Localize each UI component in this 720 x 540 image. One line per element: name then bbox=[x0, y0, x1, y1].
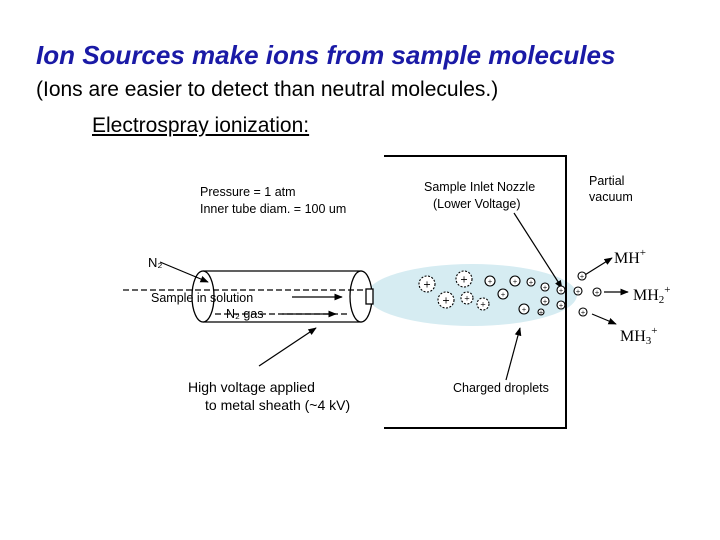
droplet-charge-sign: + bbox=[575, 289, 580, 296]
capillary-sheath bbox=[191, 270, 374, 323]
charged-droplet bbox=[537, 308, 545, 316]
droplet-charge-sign: + bbox=[512, 279, 517, 286]
nozzle-voltage-label: (Lower Voltage) bbox=[433, 197, 521, 211]
droplet-charge-sign: + bbox=[521, 307, 526, 314]
charged-droplet bbox=[484, 275, 496, 287]
droplet-charge-sign: + bbox=[580, 310, 585, 317]
droplets-arrow bbox=[505, 327, 522, 381]
droplet-charge-sign: + bbox=[460, 275, 468, 286]
charged-droplet bbox=[577, 271, 587, 281]
pressure-label: Pressure = 1 atm bbox=[200, 185, 296, 199]
charged-droplet bbox=[437, 291, 455, 309]
charged-droplet bbox=[556, 300, 566, 310]
nozzle-label: Sample Inlet Nozzle bbox=[424, 180, 536, 194]
charged-droplet bbox=[509, 275, 521, 287]
droplet-charge-sign: + bbox=[558, 303, 563, 310]
vacuum-label-2: vacuum bbox=[589, 190, 633, 204]
charged-droplet bbox=[418, 275, 436, 293]
charged-droplet bbox=[578, 307, 588, 317]
section-heading: Electrospray ionization: bbox=[92, 114, 310, 137]
droplet-charge-sign: + bbox=[442, 296, 450, 307]
droplet-charge-sign: + bbox=[558, 288, 563, 295]
charged-droplet bbox=[573, 286, 583, 296]
chamber-wall bbox=[384, 155, 567, 429]
charged-droplet bbox=[526, 277, 536, 287]
droplet-charge-sign: + bbox=[542, 299, 547, 306]
droplet-charge-sign: + bbox=[500, 292, 505, 299]
charged-droplets-label: Charged droplets bbox=[453, 381, 549, 395]
high-voltage-label-2: to metal sheath (~4 kV) bbox=[205, 397, 351, 413]
charged-droplet bbox=[460, 291, 474, 305]
charged-droplet bbox=[592, 287, 602, 297]
charged-droplet bbox=[540, 296, 550, 306]
charged-droplet bbox=[476, 297, 490, 311]
droplet-charge-sign: + bbox=[542, 285, 547, 292]
high-voltage-arrow bbox=[258, 327, 317, 367]
droplet-charge-sign: + bbox=[423, 280, 431, 291]
slide-subtitle: (Ions are easier to detect than neutral … bbox=[36, 78, 499, 101]
droplet-charge-sign: + bbox=[480, 300, 486, 309]
ion-mh3: MH3+ bbox=[620, 325, 658, 347]
charged-droplet bbox=[518, 303, 530, 315]
ion-arrow-mh3 bbox=[591, 313, 617, 325]
sample-solution-label: Sample in solution bbox=[151, 291, 254, 305]
slide-title: Ion Sources make ions from sample molecu… bbox=[36, 40, 616, 70]
charged-droplet bbox=[497, 288, 509, 300]
droplet-charge-sign: + bbox=[538, 310, 543, 317]
high-voltage-label: High voltage applied bbox=[188, 379, 315, 395]
vacuum-label: Partial bbox=[589, 174, 625, 188]
n2-label: N₂ bbox=[148, 255, 163, 270]
charged-droplet bbox=[455, 270, 473, 288]
droplet-charge-sign: + bbox=[594, 290, 599, 297]
droplet-charge-sign: + bbox=[528, 280, 533, 287]
droplet-charge-sign: + bbox=[487, 279, 492, 286]
droplet-charge-sign: + bbox=[464, 294, 470, 303]
droplet-charge-sign: + bbox=[579, 274, 584, 281]
charged-droplets: + + + + + + + + + + + + + + + + + + + bbox=[418, 270, 602, 317]
charged-droplet bbox=[540, 282, 550, 292]
ion-mh: MH+ bbox=[614, 247, 646, 267]
charged-droplet bbox=[556, 285, 566, 295]
ion-mh2: MH2+ bbox=[633, 284, 671, 306]
nozzle-arrow bbox=[513, 212, 563, 289]
n2-gas-label: N₂ gas bbox=[226, 307, 264, 321]
n2-arrow bbox=[159, 261, 209, 283]
tube-diameter-label: Inner tube diam. = 100 um bbox=[200, 202, 347, 216]
